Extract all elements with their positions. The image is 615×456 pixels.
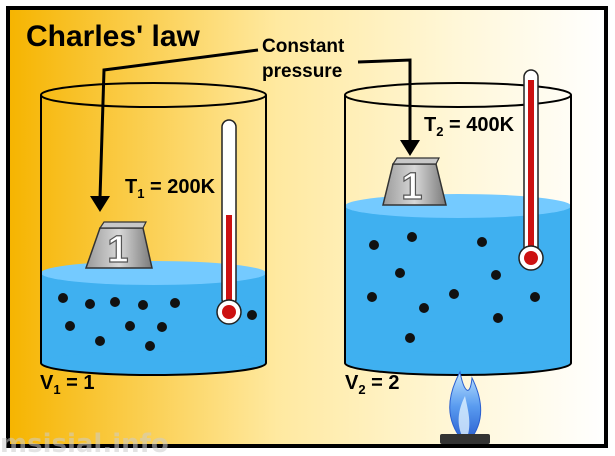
left-beaker-rim [40,82,267,108]
right-thermometer [518,69,544,271]
left-volume-label: V1 = 1 [40,372,95,397]
right-gas-particles [367,232,540,343]
right-water-bottom [345,351,571,375]
burner-base [440,434,490,444]
left-water-bottom [41,351,266,375]
pressure-arrowhead-right [400,140,420,156]
pressure-arrow-right [357,58,412,142]
left-gas-particles [58,293,257,351]
left-temperature-label: T1 = 200K [125,176,216,201]
left-container: 1 T1 = 200K V1 = 1 [40,82,267,397]
left-weight: 1 [84,221,153,272]
right-weight: 1 [382,157,447,209]
watermark-text: msisial.info [0,429,169,456]
left-weight-label: 1 [107,229,128,271]
pressure-arrow-left [98,48,259,199]
right-volume-label: V2 = 2 [345,372,400,397]
right-beaker-rim [344,82,572,108]
right-temperature-label: T2 = 400K [424,114,515,139]
left-thermometer [216,119,242,325]
pressure-arrows [98,48,412,199]
diagram-title: Charles' law [26,20,201,53]
pressure-arrowhead-left [90,196,110,212]
annotation-line-2: pressure [262,61,342,82]
right-weight-label: 1 [401,166,422,208]
burner [440,370,490,444]
left-beaker-outline [40,95,267,376]
annotation-line-1: Constant [262,36,345,57]
